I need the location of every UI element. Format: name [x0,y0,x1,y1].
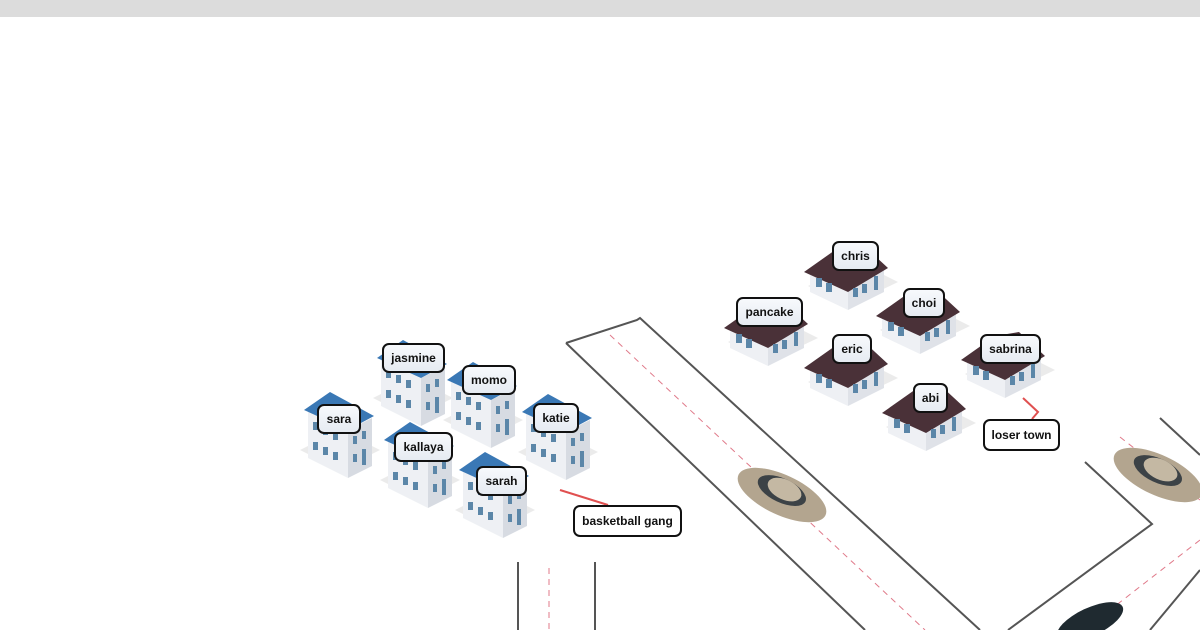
label-chris[interactable]: chris [832,241,879,271]
road-center-line [609,334,926,630]
label-loser-town[interactable]: loser town [983,419,1060,451]
car-icon [1106,436,1200,514]
label-choi[interactable]: choi [903,288,945,318]
label-abi[interactable]: abi [913,383,948,413]
connectors [559,397,1040,506]
top-toolbar [0,0,1200,17]
label-sabrina[interactable]: sabrina [980,334,1041,364]
road-edge [565,342,866,630]
car-dark-icon [1056,602,1124,630]
label-katie[interactable]: katie [533,403,579,433]
label-pancake[interactable]: pancake [736,297,803,327]
label-kallaya[interactable]: kallaya [394,432,453,462]
road-edge [1159,417,1200,456]
road-center-line [1109,539,1200,611]
roads [517,316,1200,630]
label-eric[interactable]: eric [832,334,872,364]
road-edge [1007,461,1154,630]
connector-loser-town [1022,397,1040,420]
label-jasmine[interactable]: jasmine [382,343,445,373]
label-momo[interactable]: momo [462,365,516,395]
label-basketball-gang[interactable]: basketball gang [573,505,682,537]
label-sara[interactable]: sara [317,404,361,434]
connector-basketball-gang [559,489,609,506]
car-icon [730,456,834,534]
road-center-line [1119,436,1200,501]
road-edge [1149,569,1200,630]
label-sarah[interactable]: sarah [476,466,527,496]
road-edge [565,316,981,630]
